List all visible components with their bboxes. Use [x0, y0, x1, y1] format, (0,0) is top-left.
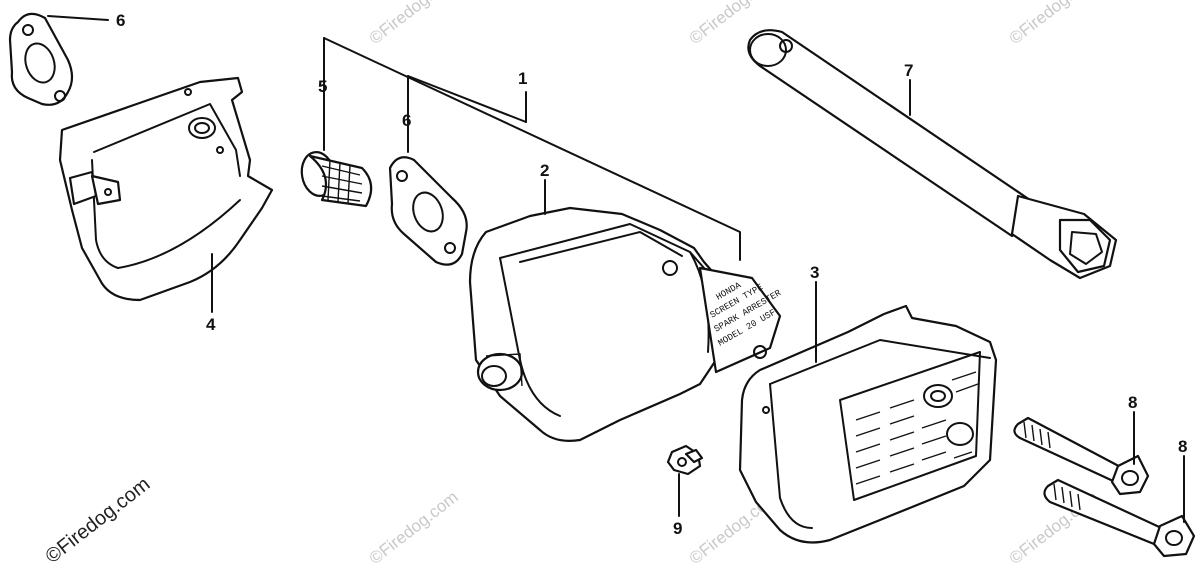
callout-4: 4 — [206, 315, 216, 334]
gasket-middle — [388, 156, 468, 266]
callout-6-top: 6 — [116, 11, 125, 30]
callout-5: 5 — [318, 77, 327, 96]
callout-2: 2 — [540, 161, 549, 180]
callout-1: 1 — [518, 69, 527, 88]
leader-lines — [47, 15, 1185, 523]
watermark-text: ©Firedog.com — [366, 487, 462, 568]
heat-shield — [58, 76, 274, 302]
bolt-lower — [1043, 478, 1196, 558]
callout-7: 7 — [904, 61, 913, 80]
callouts: 1 2 3 4 5 6 6 7 8 8 9 — [116, 11, 1187, 538]
watermark-main: ©Firedog.com — [42, 473, 155, 568]
gasket-top-left — [8, 12, 74, 106]
small-bolt — [666, 444, 704, 476]
spark-arrester-screen — [300, 151, 373, 208]
callout-6-middle: 6 — [402, 111, 411, 130]
callout-8-lower: 8 — [1178, 437, 1187, 456]
watermark-text: ©Firedog.com — [366, 0, 462, 48]
bolt-upper — [1013, 416, 1150, 496]
callout-3: 3 — [810, 263, 819, 282]
watermark-text: ©Firedog.com — [1006, 0, 1102, 48]
muffler-protector — [738, 304, 998, 544]
callout-9: 9 — [673, 519, 682, 538]
muffler-body — [468, 206, 782, 442]
callout-8-upper: 8 — [1128, 393, 1137, 412]
tube-wrench — [747, 29, 1118, 280]
